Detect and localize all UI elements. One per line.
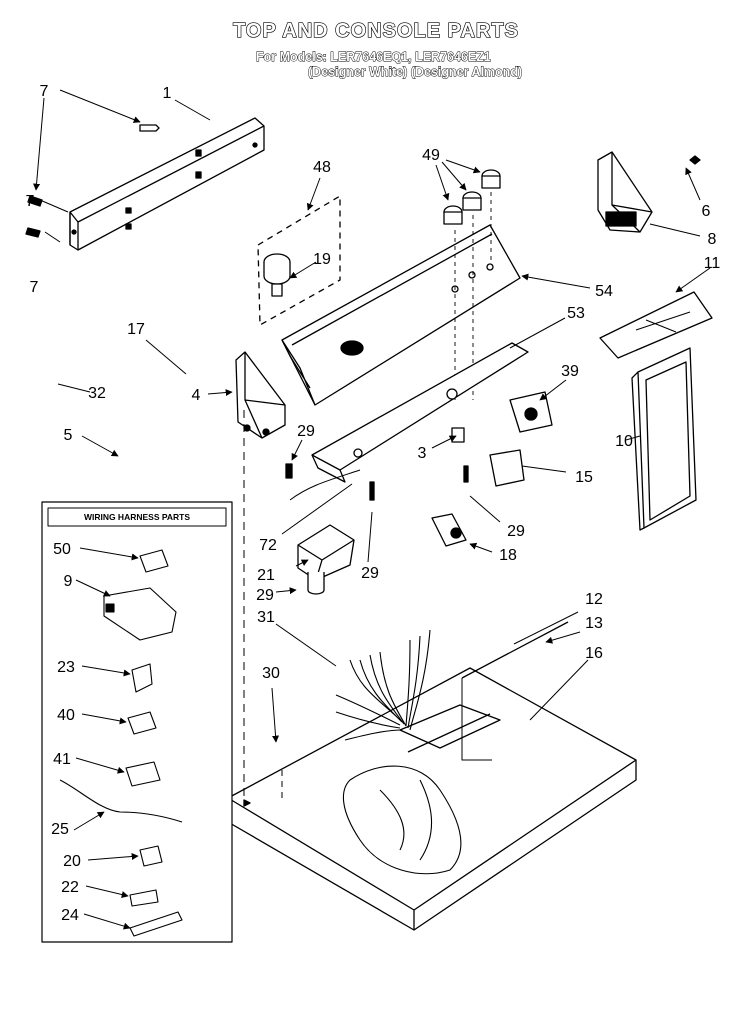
label-39: 39 bbox=[561, 363, 579, 380]
end-cap-8 bbox=[597, 151, 701, 233]
controls-group bbox=[285, 391, 553, 547]
label-40: 40 bbox=[57, 707, 75, 724]
label-7-top: 7 bbox=[40, 83, 49, 100]
harness-components bbox=[59, 549, 183, 937]
label-6: 6 bbox=[702, 203, 711, 220]
label-15: 15 bbox=[575, 469, 593, 486]
label-54: 54 bbox=[595, 283, 613, 300]
label-29-d: 29 bbox=[256, 587, 274, 604]
label-22: 22 bbox=[61, 879, 79, 896]
label-29-a: 29 bbox=[297, 423, 315, 440]
label-31: 31 bbox=[257, 609, 275, 626]
label-50: 50 bbox=[53, 541, 71, 558]
label-7-bottom: 7 bbox=[30, 279, 39, 296]
rear-bracket-part bbox=[69, 117, 265, 251]
screws-7 bbox=[25, 124, 160, 238]
wiring-harness-31 bbox=[335, 629, 462, 875]
label-5: 5 bbox=[64, 427, 73, 444]
label-32: 32 bbox=[88, 385, 106, 402]
label-29-b: 29 bbox=[507, 523, 525, 540]
label-25: 25 bbox=[51, 821, 69, 838]
cabinet-top-16 bbox=[227, 621, 637, 931]
knob-group-48 bbox=[257, 195, 341, 326]
label-3: 3 bbox=[418, 445, 427, 462]
label-23: 23 bbox=[57, 659, 75, 676]
label-9: 9 bbox=[64, 573, 73, 590]
filter-frame-10-11 bbox=[599, 291, 713, 531]
leader-lines bbox=[33, 89, 711, 800]
label-1: 1 bbox=[163, 85, 172, 102]
model-info: For Models: LER7646EQ1, LER7646EZ1 (Desi… bbox=[256, 50, 523, 80]
label-41: 41 bbox=[53, 751, 71, 768]
page-title: TOP AND CONSOLE PARTS bbox=[232, 19, 519, 42]
label-8: 8 bbox=[708, 231, 717, 248]
label-48: 48 bbox=[313, 159, 331, 176]
label-10: 10 bbox=[615, 433, 633, 450]
label-13: 13 bbox=[585, 615, 603, 632]
label-12: 12 bbox=[585, 591, 603, 608]
label-11: 11 bbox=[704, 255, 721, 272]
harness-leaders bbox=[73, 547, 139, 930]
label-24: 24 bbox=[61, 907, 79, 924]
label-21: 21 bbox=[257, 567, 275, 584]
knobs-49 bbox=[443, 169, 501, 400]
end-cap-4 bbox=[235, 351, 286, 439]
label-19: 19 bbox=[313, 251, 331, 268]
console-panel-54 bbox=[281, 224, 521, 406]
label-7-mid: 7 bbox=[26, 193, 35, 210]
part-number-labels: 7 1 7 7 48 49 6 8 19 54 11 17 32 4 53 39… bbox=[26, 83, 721, 924]
models-subline: (Designer White) (Designer Almond) bbox=[308, 65, 523, 80]
label-4: 4 bbox=[192, 387, 201, 404]
wiring-harness-box bbox=[41, 501, 233, 943]
label-30: 30 bbox=[262, 665, 280, 682]
label-17: 17 bbox=[127, 321, 145, 338]
harness-box-title: WIRING HARNESS PARTS bbox=[84, 512, 190, 522]
timer-21 bbox=[289, 469, 361, 595]
label-72: 72 bbox=[259, 537, 277, 554]
label-49: 49 bbox=[422, 147, 440, 164]
label-16: 16 bbox=[585, 645, 603, 662]
label-29-c: 29 bbox=[361, 565, 379, 582]
label-53: 53 bbox=[567, 305, 585, 322]
label-20: 20 bbox=[63, 853, 81, 870]
models-line: For Models: LER7646EQ1, LER7646EZ1 bbox=[256, 50, 492, 65]
label-18: 18 bbox=[499, 547, 517, 564]
